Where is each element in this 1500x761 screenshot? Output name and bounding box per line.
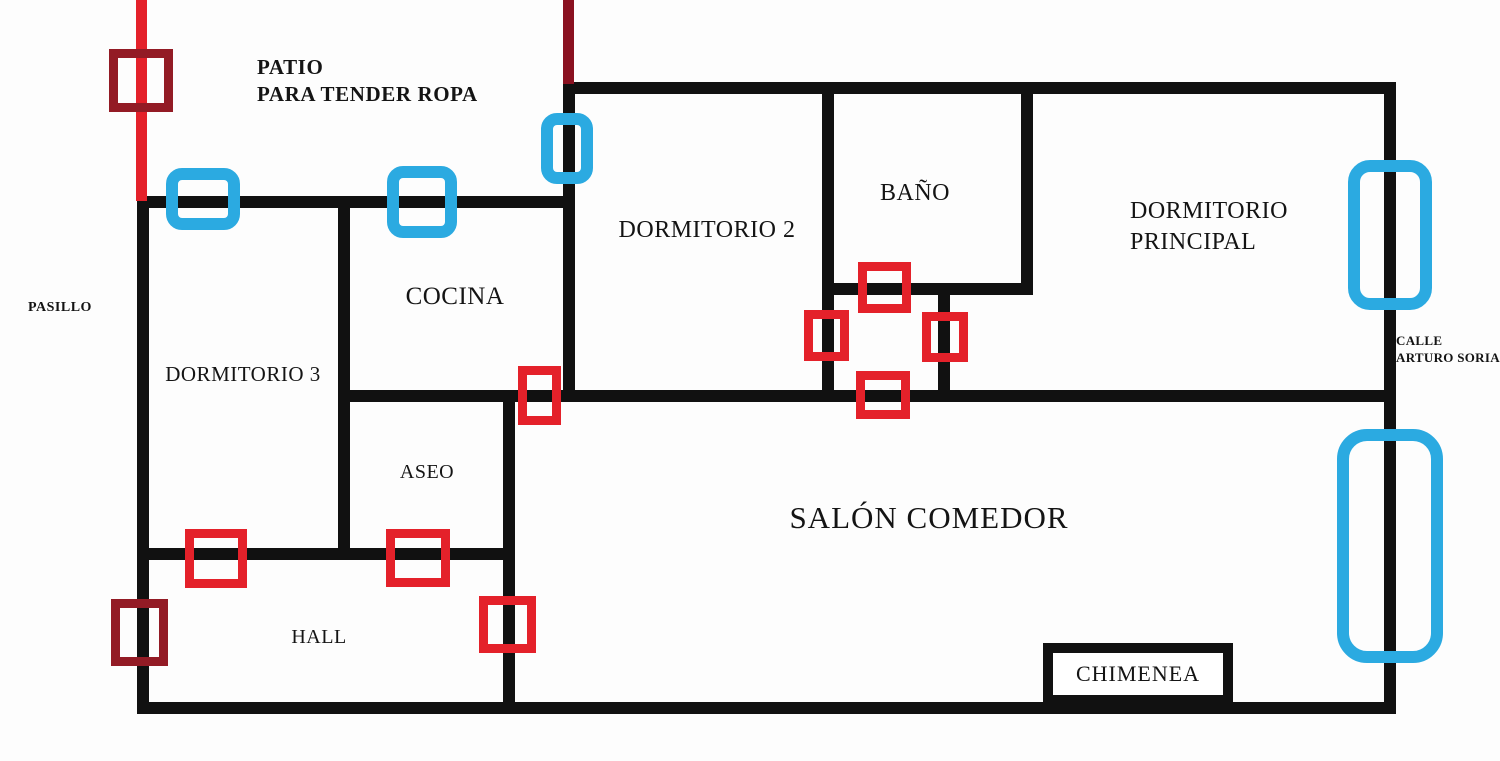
wall-bano-bottom: [822, 283, 1033, 295]
wall-salon-left: [503, 390, 515, 714]
entry-marker-pasillo: [109, 49, 173, 112]
door-marker-dormitorio2: [804, 310, 849, 361]
wall-exterior-bottom: [137, 702, 1396, 714]
patio-label-line1: PATIO: [257, 55, 324, 79]
wall-exterior-top: [565, 82, 1396, 94]
window-marker-dormprincipal: [1348, 160, 1432, 310]
dormprincipal-label: DORMITORIO PRINCIPAL: [1130, 196, 1288, 258]
door-marker-bano: [858, 262, 911, 313]
dormprincipal-label-line1: DORMITORIO: [1130, 198, 1288, 224]
door-marker-aseo: [386, 529, 450, 587]
hall-label: HALL: [291, 626, 347, 648]
calle-label-line2: ARTURO SORIA: [1396, 350, 1500, 365]
patio-label-line2: PARA TENDER ROPA: [257, 82, 478, 106]
dormprincipal-label-line2: PRINCIPAL: [1130, 229, 1257, 255]
pasillo-label: PASILLO: [28, 300, 92, 315]
door-marker-dormprincipal: [922, 312, 968, 362]
patio-label: PATIO PARA TENDER ROPA: [257, 54, 478, 108]
window-marker-cocina: [387, 166, 457, 238]
dormitorio2-label: DORMITORIO 2: [618, 217, 796, 243]
wall-dorm3-cocina: [338, 196, 350, 560]
chimenea-label: CHIMENEA: [1075, 661, 1201, 686]
wall-salon-top: [338, 390, 1396, 402]
salon-comedor-label: SALÓN COMEDOR: [789, 500, 1069, 535]
chimenea-box: CHIMENEA: [1043, 643, 1233, 705]
pasillo-access-line: [136, 0, 147, 201]
calle-label-line1: CALLE: [1396, 333, 1443, 348]
entry-marker-hall: [111, 599, 168, 666]
window-marker-salon: [1337, 429, 1443, 663]
wall-patio-edge: [137, 196, 575, 208]
door-marker-cocina: [518, 366, 561, 425]
door-marker-dormitorio3: [185, 529, 247, 588]
cocina-label: COCINA: [405, 283, 505, 310]
door-marker-hall-salon: [479, 596, 536, 653]
dormitorio3-label: DORMITORIO 3: [165, 362, 321, 386]
wall-hall-top: [137, 548, 515, 560]
window-marker-dormitorio2: [541, 113, 593, 184]
wall-exterior-left: [137, 196, 149, 714]
aseo-label: ASEO: [399, 461, 455, 483]
bano-label: BAÑO: [879, 180, 951, 206]
patio-access-line: [563, 0, 574, 84]
wall-bano-dormprincipal: [1021, 82, 1033, 295]
calle-arturo-soria-label: CALLE ARTURO SORIA: [1396, 332, 1500, 366]
wall-dorm2-bano: [822, 82, 834, 402]
wall-cocina-dorm2: [563, 82, 575, 402]
window-marker-dormitorio3: [166, 168, 240, 230]
door-marker-salon-distribuidor: [856, 371, 910, 419]
